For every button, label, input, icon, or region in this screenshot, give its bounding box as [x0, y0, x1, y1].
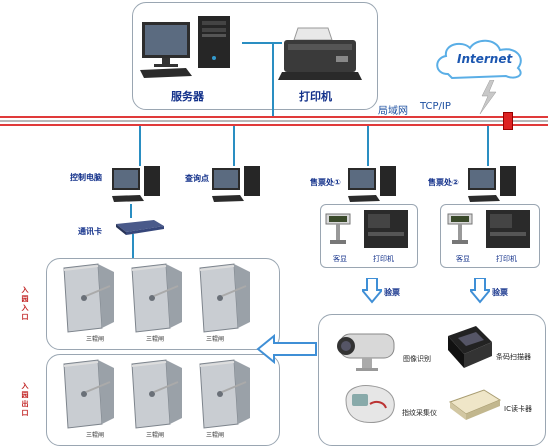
server-printer-link — [242, 42, 282, 44]
verify-label-2: 验票 — [492, 288, 508, 297]
ic-card-reader-icon — [446, 386, 504, 426]
entrance-gate-2-caption: 三辊闸 — [146, 336, 165, 343]
comm-card-label: 通讯卡 — [78, 227, 102, 236]
internet-cloud-icon — [430, 38, 530, 82]
ticket-printer-2-icon — [484, 208, 532, 250]
ticket-printer-1-icon — [362, 208, 410, 250]
ticket-printer-2-label: 打印机 — [496, 255, 517, 263]
lan-connector-marker — [503, 112, 513, 130]
customer-display-2-label: 客显 — [456, 255, 470, 263]
lan-label: 局域网 — [378, 106, 408, 117]
exit-gate-1-caption: 三辊闸 — [86, 432, 105, 439]
server-computer-icon — [140, 14, 250, 86]
exit-label: 入园出口 — [21, 382, 29, 417]
exit-turnstile-3-icon — [194, 358, 254, 430]
verify-arrow-1 — [362, 278, 382, 304]
customer-display-1-label: 客显 — [333, 255, 347, 263]
comm-card-icon — [114, 216, 166, 236]
tcpip-label: TCP/IP — [420, 101, 451, 112]
barcode-scanner-icon — [440, 322, 496, 372]
printer-label: 打印机 — [299, 90, 332, 103]
ticket-office-2-drop — [487, 126, 489, 166]
image-recognition-label: 图像识别 — [403, 355, 431, 363]
exit-gate-2-caption: 三辊闸 — [146, 432, 165, 439]
control-pc-drop — [139, 126, 141, 166]
server-label: 服务器 — [171, 90, 204, 103]
entrance-turnstile-3-icon — [194, 262, 254, 334]
server-lan-drop — [272, 44, 274, 116]
lan-line-bottom — [0, 124, 548, 126]
control-pc-icon — [112, 166, 162, 206]
to-gates-arrow — [256, 334, 318, 364]
entrance-turnstile-1-icon — [58, 262, 118, 334]
ic-reader-label: IC读卡器 — [504, 405, 532, 413]
ticket-printer-1-label: 打印机 — [373, 255, 394, 263]
internet-lightning-icon — [478, 80, 498, 114]
ticket-office-1-label: 售票处① — [310, 178, 341, 187]
entrance-gate-3-caption: 三辊闸 — [206, 336, 225, 343]
ticket-office-1-drop — [367, 126, 369, 166]
exit-turnstile-2-icon — [126, 358, 186, 430]
internet-label: Internet — [457, 52, 513, 66]
entrance-label: 入园入口 — [21, 286, 29, 321]
control-pc-label: 控制电脑 — [70, 173, 102, 182]
verify-arrow-2 — [470, 278, 490, 304]
ticket-office-1-pc-icon — [348, 166, 398, 206]
verify-label-1: 验票 — [384, 288, 400, 297]
lan-line-top — [0, 116, 548, 118]
query-point-drop — [233, 126, 235, 166]
query-point-pc-icon — [212, 166, 262, 206]
customer-display-2-icon — [446, 212, 474, 246]
entrance-turnstile-2-icon — [126, 262, 186, 334]
camera-icon — [334, 330, 404, 374]
entrance-gate-1-caption: 三辊闸 — [86, 336, 105, 343]
network-printer-icon — [278, 26, 364, 84]
barcode-scanner-label: 条码扫描器 — [496, 353, 531, 361]
comm-card-to-gates — [132, 234, 134, 258]
verification-devices-panel — [318, 314, 546, 446]
exit-gate-3-caption: 三辊闸 — [206, 432, 225, 439]
customer-display-1-icon — [324, 212, 352, 246]
lan-line-mid — [0, 120, 548, 122]
ticket-office-2-pc-icon — [468, 166, 518, 206]
fingerprint-label: 指纹采集仪 — [402, 409, 437, 417]
fingerprint-reader-icon — [340, 380, 400, 426]
ticket-office-2-label: 售票处② — [428, 178, 459, 187]
query-point-label: 查询点 — [185, 174, 209, 183]
exit-turnstile-1-icon — [58, 358, 118, 430]
control-pc-to-comm-card — [130, 204, 132, 218]
